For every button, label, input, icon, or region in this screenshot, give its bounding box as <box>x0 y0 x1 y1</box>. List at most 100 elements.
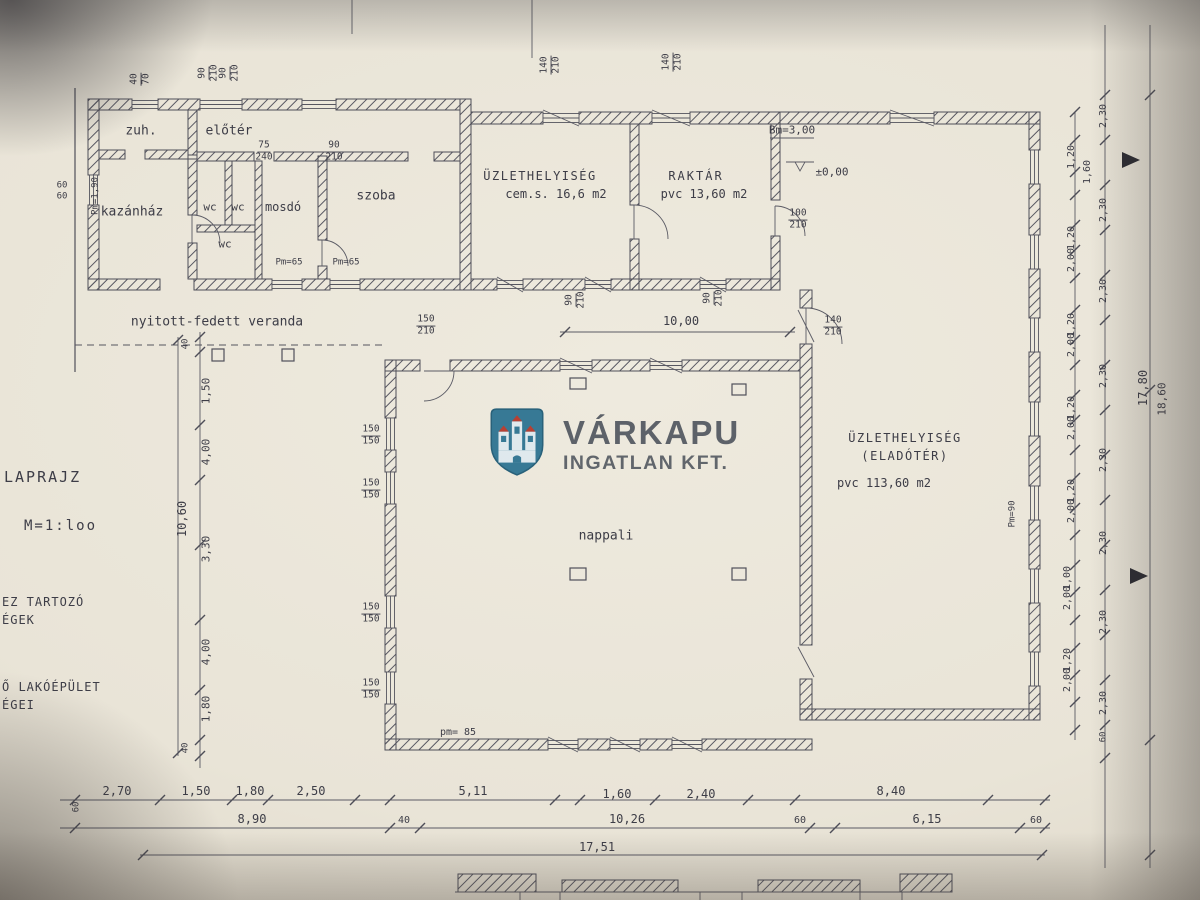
watermark-title: VÁRKAPU <box>563 414 741 451</box>
titleblock-note1-line1: EZ TARTOZÓ <box>2 595 85 609</box>
dim-right: 2,30 <box>1098 609 1109 635</box>
dim-bottom: 2,50 <box>296 784 326 798</box>
titleblock-scale: M=1:loo <box>24 518 98 534</box>
dim-bottom: 60 <box>1029 815 1043 826</box>
room-label-shop2-area: pvc 113,60 m2 <box>837 476 931 490</box>
dim-left: 1,50 <box>199 377 213 405</box>
window-size-150-150: 150 150 <box>361 424 381 448</box>
room-label-nappali: nappali <box>578 528 634 544</box>
door-size-140-210: 140 210 <box>661 52 685 72</box>
parapet-label-b: Pm=65 <box>332 257 360 268</box>
dim-right: 2,30 <box>1098 278 1109 304</box>
room-label-shop1-title: ÜZLETHELYISÉG <box>483 169 597 183</box>
dim-right: 2,00 <box>1062 667 1073 693</box>
dim-bottom: 5,11 <box>458 784 488 798</box>
dim-right: 2,30 <box>1098 690 1109 716</box>
door-size-90-210: 90 210 <box>702 289 726 307</box>
dim-left: 40 <box>180 742 191 754</box>
dim-left: 40 <box>180 338 191 350</box>
door-size-top: 75 <box>257 140 271 153</box>
dim-right: 1,60 <box>1082 159 1093 185</box>
window-size-bottom: 150 <box>362 690 380 701</box>
door-size-bottom: 210 <box>714 289 725 307</box>
window-size-top: 150 <box>361 478 381 491</box>
dim-bottom: 2,40 <box>686 787 716 801</box>
window-size-150-150: 150 150 <box>361 478 381 502</box>
dim-right: 2,30 <box>1098 363 1109 389</box>
dim-bottom: 60 <box>793 815 807 826</box>
room-label-mosdo: mosdó <box>264 200 302 214</box>
dim-right-total-2: 18,60 <box>1155 382 1169 416</box>
dim-bottom: 1,80 <box>235 784 265 798</box>
door-size-bottom: 210 <box>417 326 435 337</box>
span-dimension-label: 10,00 <box>662 314 700 328</box>
dim-left: 4,00 <box>199 638 213 666</box>
dim-left-total: 10,60 <box>175 500 189 538</box>
dim-right: 2,00 <box>1066 415 1077 441</box>
parapet-label-e: Pm=1,90 <box>90 177 101 215</box>
level-label: ±0,00 <box>815 165 849 179</box>
dim-right: 2,30 <box>1098 530 1109 556</box>
room-label-shop2-title: ÜZLETHELYISÉG <box>848 431 962 445</box>
parapet-label-d: Pm=90 <box>1007 500 1018 528</box>
dim-bottom: 8,90 <box>237 812 267 826</box>
dim-right: 1,20 <box>1066 225 1077 251</box>
door-size-bottom: 210 <box>325 152 343 163</box>
door-size-bottom: 240 <box>255 152 273 163</box>
dim-right: 2,30 <box>1098 447 1109 473</box>
parapet-label-c: pm= 85 <box>439 727 477 738</box>
dim-right: 1,20 <box>1066 144 1077 170</box>
door-size-140-210: 140 210 <box>823 315 843 339</box>
door-size-bottom: 210 <box>789 220 807 231</box>
titleblock-title: LAPRAJZ <box>4 468 82 486</box>
dim-right-total: 17,80 <box>1136 369 1150 407</box>
dim-bottom: 40 <box>397 815 411 826</box>
left-wall-dim-a: 60 <box>56 180 68 191</box>
window-size-bottom: 150 <box>362 614 380 625</box>
dim-right: 2,00 <box>1066 247 1077 273</box>
parapet-label-a: Pm=65 <box>275 257 303 268</box>
dim-bottom: 8,40 <box>876 784 906 798</box>
dim-right: 2,00 <box>1062 585 1073 611</box>
titleblock-note1-line2: ÉGEK <box>2 613 35 627</box>
dim-right: 2,30 <box>1098 197 1109 223</box>
dim-left: 3,30 <box>199 535 213 563</box>
door-size-140-210: 140 210 <box>539 55 563 75</box>
room-label-wc-a: wc <box>203 200 217 214</box>
window-size-bottom: 150 <box>362 436 380 447</box>
door-size-bottom: 210 <box>551 56 562 74</box>
room-label-veranda: nyitott-fedett veranda <box>130 314 304 330</box>
door-size-bottom: 210 <box>673 53 684 71</box>
watermark-text: VÁRKAPU INGATLAN KFT. <box>563 416 740 474</box>
window-size-150-150: 150 150 <box>361 678 381 702</box>
room-label-eloter: előtér <box>205 123 253 139</box>
room-label-wc-c: wc <box>218 237 232 251</box>
room-label-raktar-title: RAKTÁR <box>668 169 724 183</box>
beam-height-label: Bm=3,00 <box>768 123 816 137</box>
room-label-wc-b: wc <box>231 200 245 214</box>
dim-bottom-total: 17,51 <box>578 840 616 854</box>
door-size-top: 90 <box>327 140 341 153</box>
room-label-szoba: szoba <box>356 188 396 204</box>
window-size-bottom: 150 <box>362 490 380 501</box>
dim-bottom: 10,26 <box>608 812 646 826</box>
room-label-kazanhaz: kazánház <box>100 204 164 220</box>
dim-left: 1,80 <box>199 695 213 723</box>
room-label-shop2-sub: (ELADÓTÉR) <box>861 449 949 463</box>
door-size-100-210: 100 210 <box>788 208 808 232</box>
room-label-shop1-area: cem.s. 16,6 m2 <box>505 187 607 201</box>
dim-bottom: 1,50 <box>181 784 211 798</box>
door-size-150-210: 150 210 <box>416 314 436 338</box>
door-size-top: 140 <box>823 315 843 328</box>
window-size-bottom: 70 <box>141 73 152 85</box>
watermark: VÁRKAPU INGATLAN KFT. <box>487 404 767 488</box>
window-size-top: 150 <box>361 602 381 615</box>
door-size-75-240: 75 240 <box>255 140 273 164</box>
window-size-top: 150 <box>361 424 381 437</box>
door-size-bottom: 210 <box>576 291 587 309</box>
dim-left: 4,00 <box>199 438 213 466</box>
watermark-subtitle: INGATLAN KFT. <box>563 452 729 474</box>
titleblock-note2-line2: ÉGEI <box>2 698 35 712</box>
